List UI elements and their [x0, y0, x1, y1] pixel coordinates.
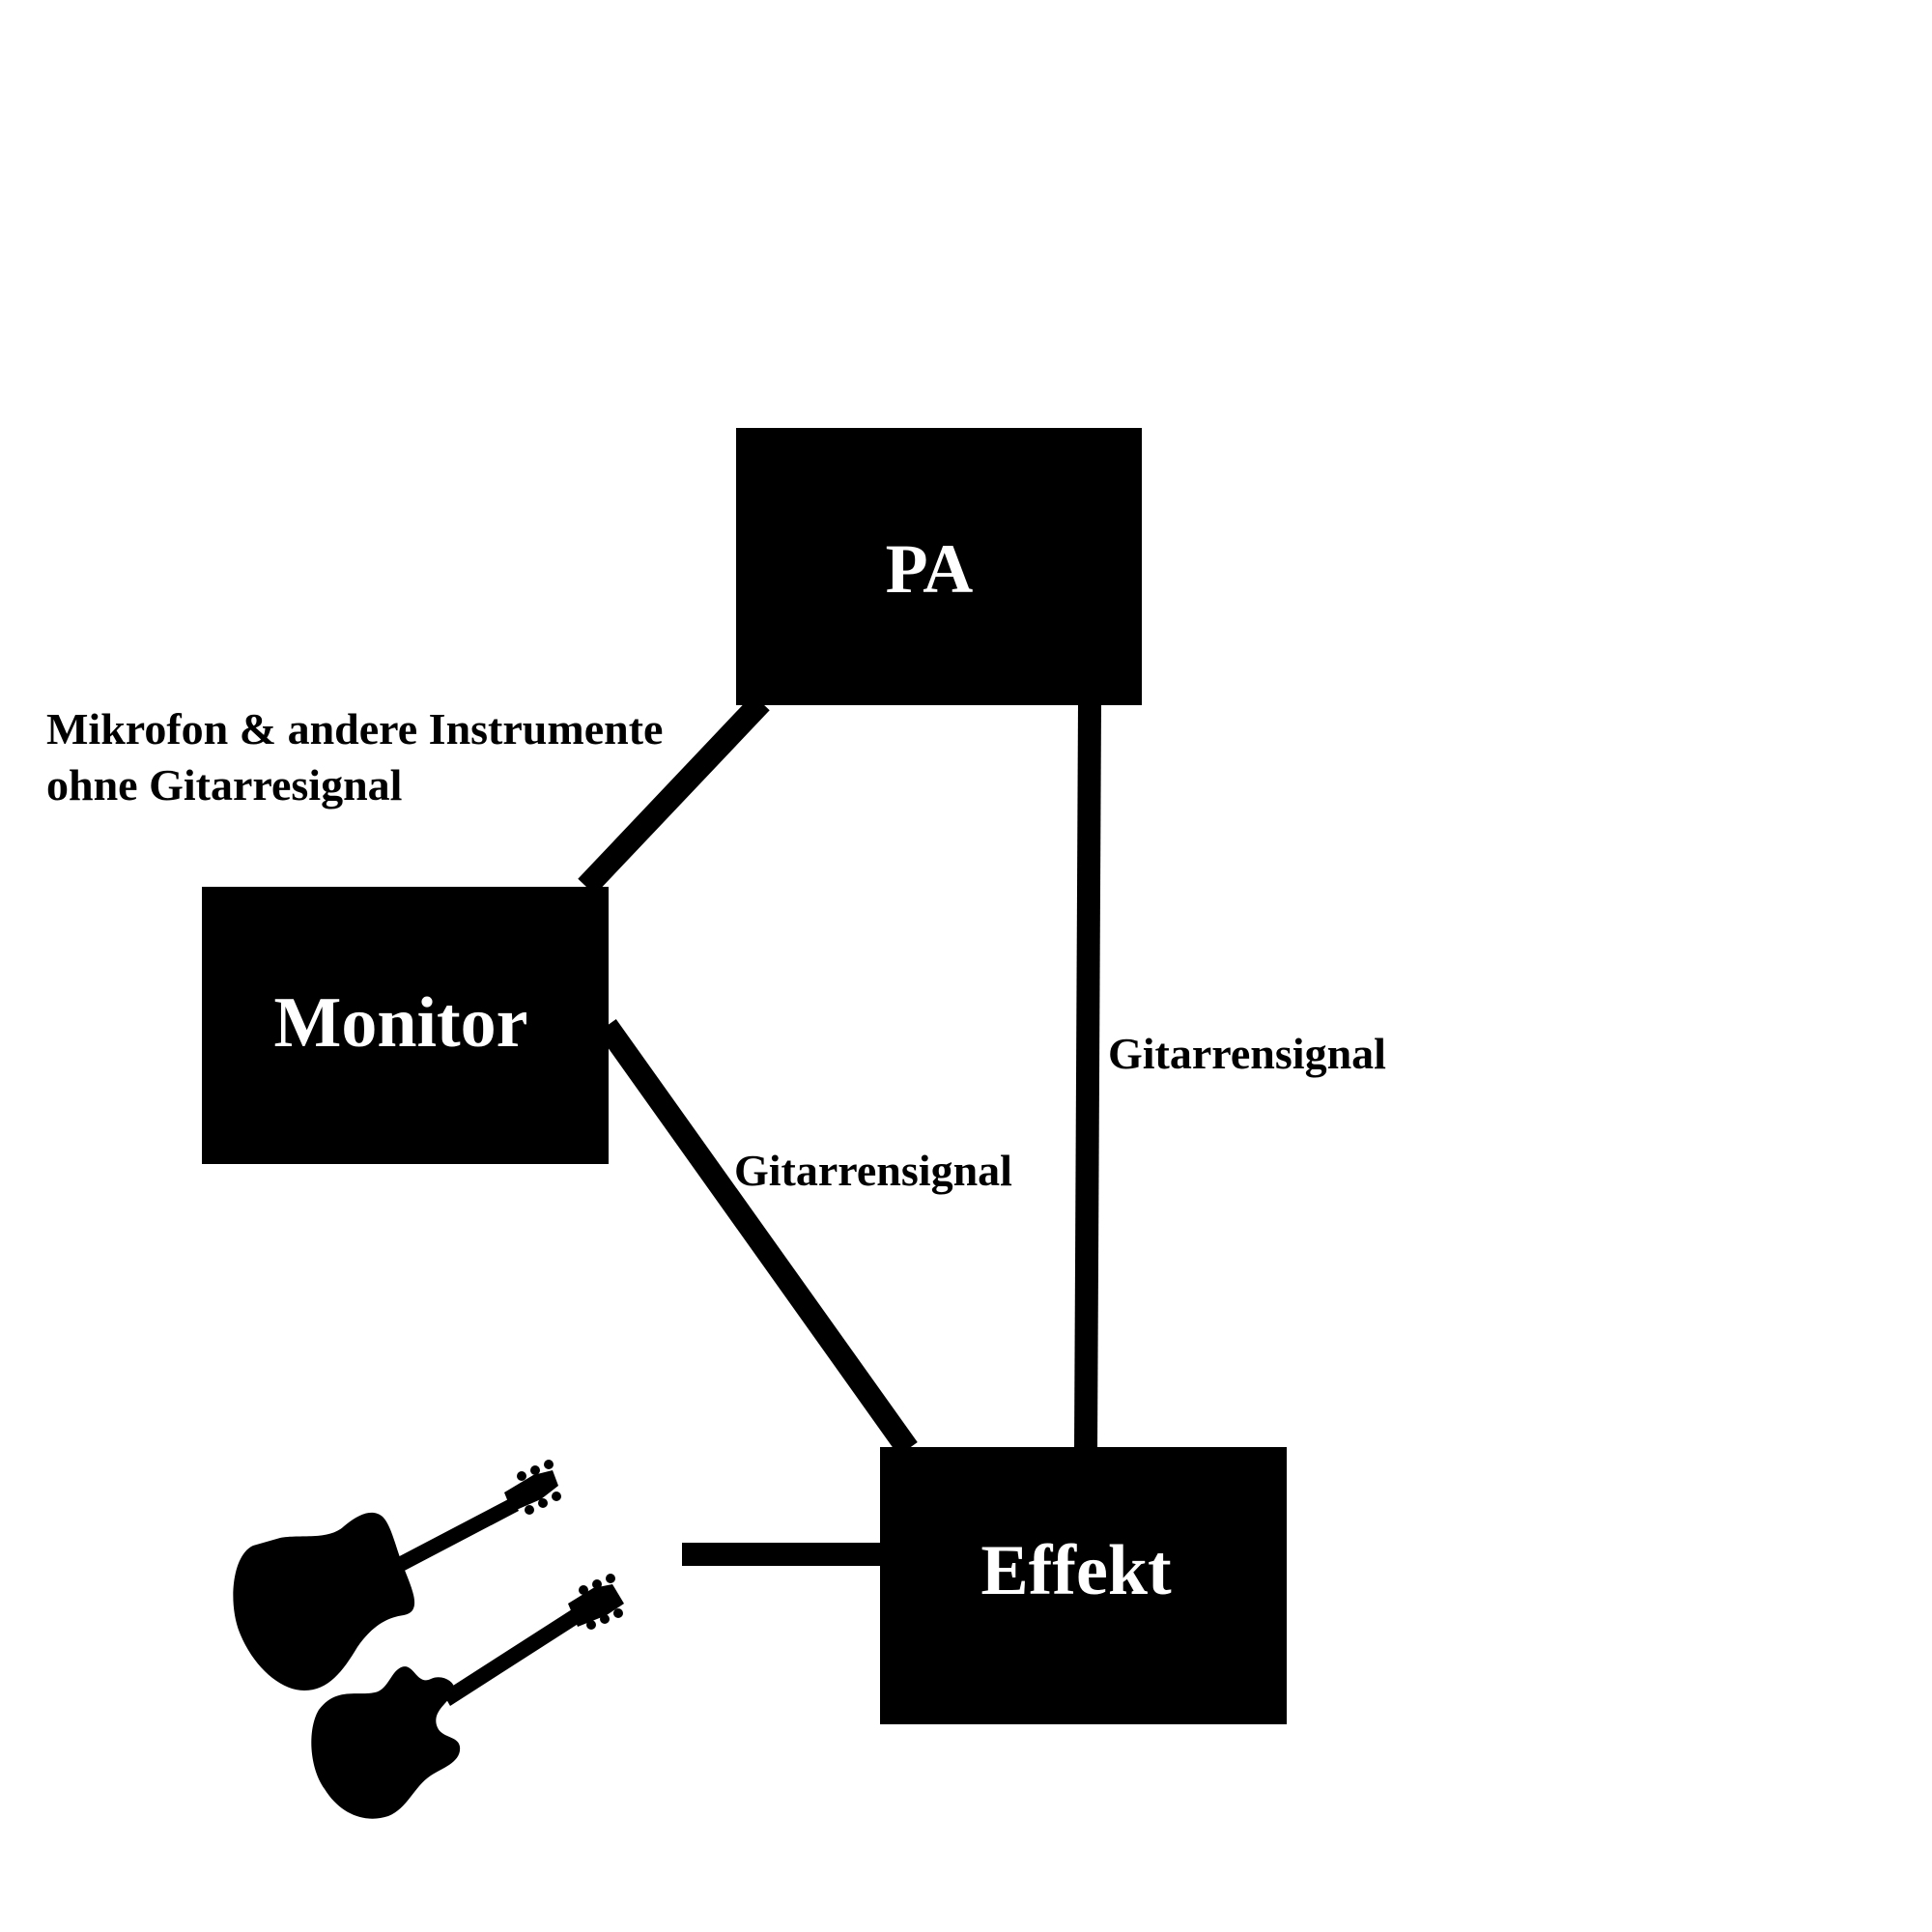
monitor-label: Monitor [273, 983, 527, 1063]
connector-monitor-effekt [597, 1019, 918, 1456]
edge-label-pa-effekt: Gitarrensignal [1108, 1029, 1386, 1078]
electric-guitar-icon [311, 1574, 624, 1819]
monitor-box [202, 887, 609, 1164]
connector-pa-monitor [578, 694, 770, 895]
connector-pa-effekt [1074, 701, 1101, 1450]
edge-label-pa-monitor-line2: ohne Gitarresignal [46, 760, 402, 810]
effekt-box [880, 1447, 1287, 1724]
pa-box [736, 428, 1142, 705]
pa-label: PA [886, 530, 974, 608]
node-effekt: Effekt [880, 1447, 1287, 1724]
node-pa: PA [736, 428, 1142, 705]
edge-label-monitor-effekt: Gitarrensignal [734, 1146, 1012, 1195]
effekt-label: Effekt [980, 1531, 1172, 1610]
acoustic-guitar-icon [233, 1460, 561, 1690]
edge-label-pa-monitor-line1: Mikrofon & andere Instrumente [46, 704, 663, 753]
node-monitor: Monitor [202, 887, 609, 1164]
